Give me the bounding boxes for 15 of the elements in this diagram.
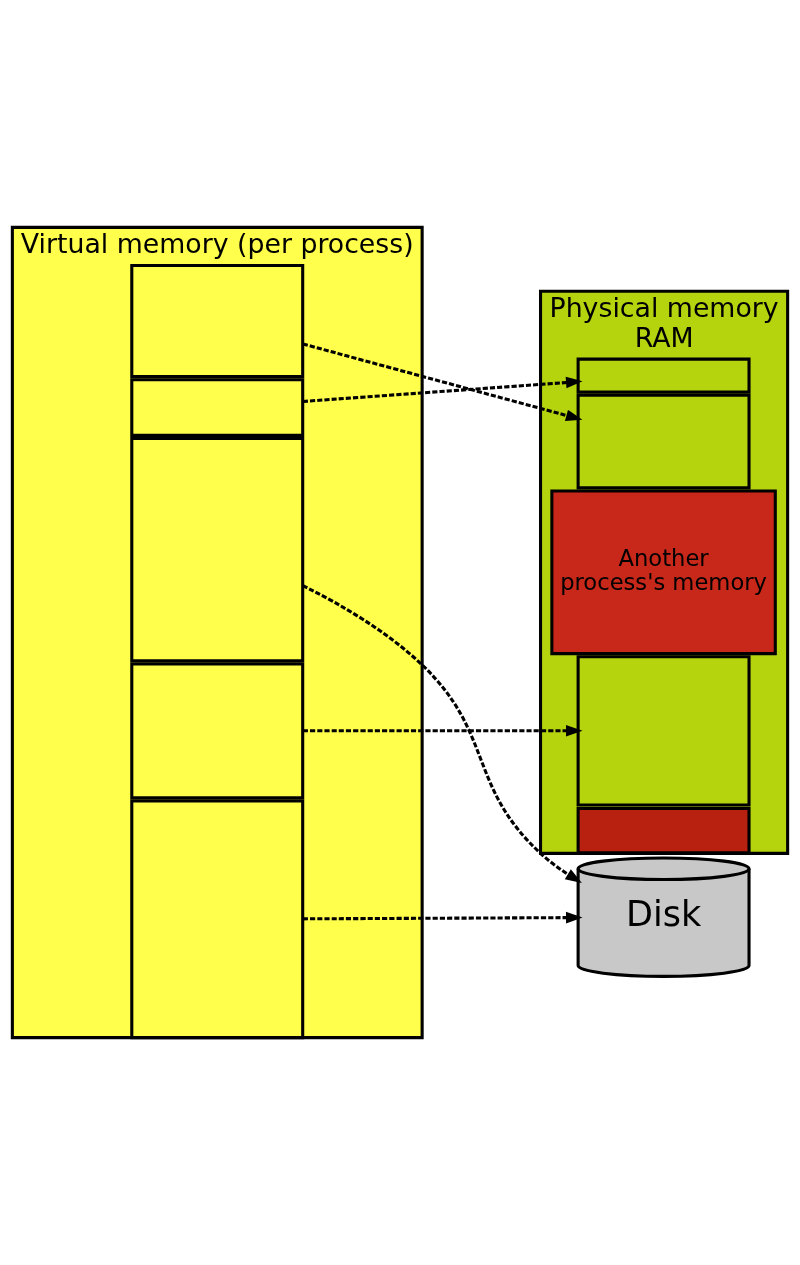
- arrow: [302, 376, 583, 403]
- arrow: [302, 725, 583, 737]
- arrow: [302, 342, 583, 422]
- node-box: [576, 655, 751, 807]
- node-box: [130, 662, 305, 800]
- arrow: [302, 911, 583, 924]
- arrow: [302, 584, 582, 883]
- node-box: [576, 807, 751, 855]
- node-box: [130, 799, 305, 1040]
- node-box: [576, 357, 751, 394]
- node-box: [130, 378, 305, 437]
- node-box: [576, 393, 751, 490]
- node-box: [130, 263, 305, 379]
- node-box: Another process's memory: [550, 489, 777, 656]
- node-box: [130, 436, 305, 663]
